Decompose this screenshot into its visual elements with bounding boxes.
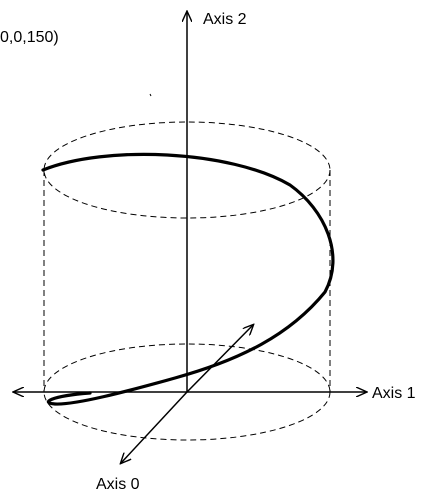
top-point-label: 0,0,150) [0,29,59,46]
axis-2-label: Axis 2 [203,11,247,28]
axis-1-label: Axis 1 [372,385,416,402]
axis-0-negative-line [186,325,253,393]
speck-mark [149,93,152,97]
axis-0-line [121,391,188,463]
helix-curve [41,152,335,406]
axis-0-label: Axis 0 [96,476,140,493]
